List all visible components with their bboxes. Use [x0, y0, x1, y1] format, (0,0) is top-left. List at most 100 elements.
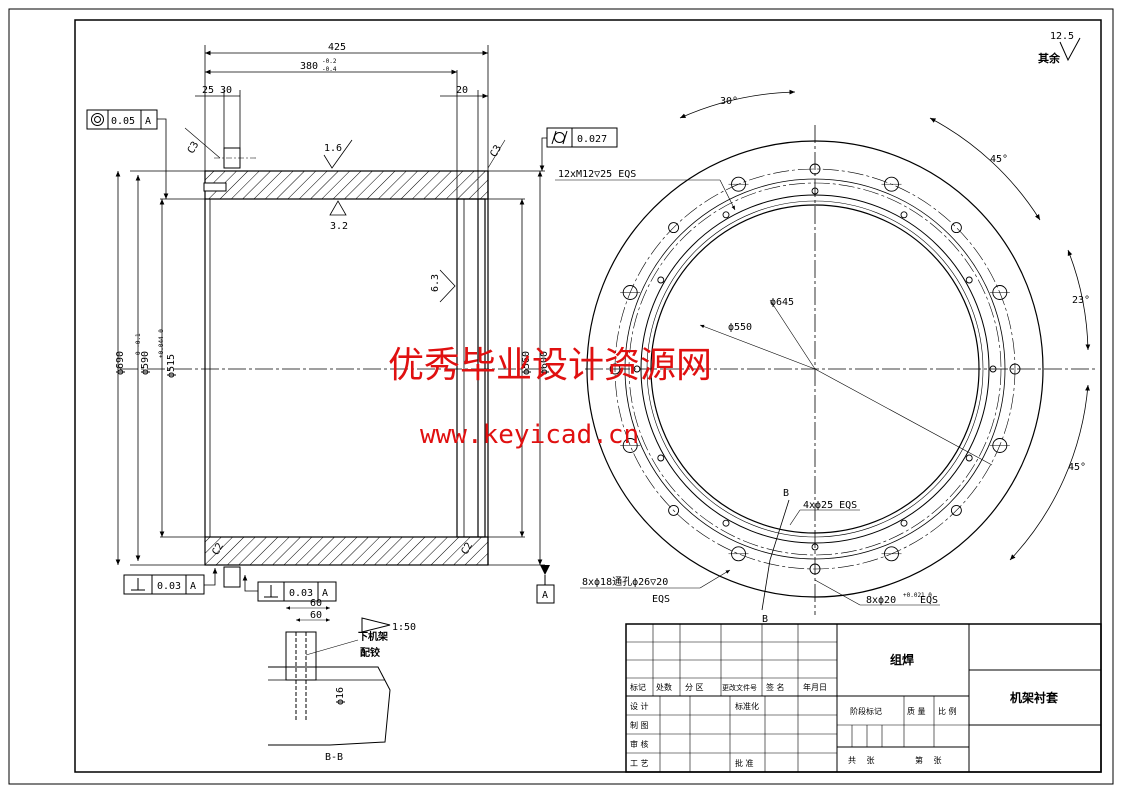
outer-flange-circle	[586, 140, 1044, 598]
tapped-hole-9	[989, 365, 997, 373]
perpendicularity-icon-2	[264, 585, 278, 598]
tb-sheet: 第 张	[915, 755, 942, 765]
tb-h-zone: 分 区	[685, 683, 704, 692]
dim-phi690: ϕ690	[115, 351, 126, 375]
tapped-hole-3	[657, 276, 665, 284]
svg-text:A: A	[190, 581, 196, 592]
dowel-hole-0	[809, 163, 821, 175]
tapped-hole-11	[811, 543, 819, 551]
angle-45-bottom: 45°	[1068, 462, 1086, 473]
roughness-6-3: 6.3	[430, 274, 441, 292]
holes-8xphi18-eqs: EQS	[652, 594, 670, 605]
tapped-hole-6	[900, 519, 908, 527]
gdt-frame-perpendicularity-1: 0.03 A	[123, 568, 218, 595]
svg-text:A: A	[145, 116, 151, 127]
detail-taper: 1:50	[392, 622, 416, 633]
inner-bore-circle	[650, 204, 980, 534]
holes-8xphi18: 8xϕ18通孔ϕ26▽20	[582, 576, 668, 588]
roughness-1-6: 1.6	[324, 143, 342, 154]
dim-25: 25	[202, 85, 214, 96]
holes-8xphi20: 8xϕ20	[866, 595, 896, 606]
dowel-hole-4	[809, 563, 821, 575]
bottom-wall-hatch	[204, 536, 489, 566]
bolt-circle-outer	[614, 168, 1016, 570]
tb-process: 工 艺	[630, 759, 649, 768]
roughness-general-label: 其余	[1038, 51, 1061, 65]
outer-frame	[8, 8, 1114, 785]
section-view: 425 380 -0.2 -0.4 25 30 20 C3 C3 C2 C2 1…	[86, 42, 618, 604]
tb-h-doc: 更改文件号	[722, 683, 757, 692]
dowel-hole-1	[668, 222, 680, 234]
tb-approve: 批 准	[735, 758, 754, 768]
holes-8xphi20-tol: +0.021 0	[903, 592, 932, 599]
tapped-hole-10	[633, 365, 641, 373]
title-block-text: 组焊 机架衬套 标记 处数 分 区 更改文件号 签 名 年月日 设 计 标准化 …	[630, 652, 1059, 768]
section-mark-b-top: B	[783, 488, 789, 499]
chamfer-c3-right: C3	[488, 143, 504, 159]
svg-text:0.03: 0.03	[289, 588, 313, 599]
tapped-hole-5	[722, 519, 730, 527]
dowel-hole-6	[1009, 363, 1021, 375]
dowel-hole-7	[950, 222, 962, 234]
section-mark-b-bottom: B	[762, 614, 768, 625]
dim-phi590: ϕ590	[140, 351, 151, 375]
tb-design: 设 计	[630, 701, 649, 711]
tb-std: 标准化	[735, 701, 759, 711]
dim-phi590-tol: 0 -0.1	[135, 333, 142, 355]
dim-20: 20	[456, 85, 468, 96]
detail-dim-60-a: 60	[310, 598, 322, 609]
bolt-holes	[609, 163, 1021, 575]
tb-drawing-name: 机架衬套	[1010, 690, 1059, 705]
dim-380-tol-low: -0.4	[322, 66, 337, 73]
dim-phi550: ϕ550	[728, 322, 752, 333]
title-block	[625, 623, 1102, 773]
dim-phi515-tol: +0.044 0	[158, 329, 165, 358]
dim-phi600: ϕ600	[539, 351, 550, 375]
detail-phi16: ϕ16	[335, 687, 346, 705]
detail-label-lower-frame: 下机架	[358, 630, 388, 643]
tapped-hole-4	[657, 454, 665, 462]
right-step	[456, 198, 486, 538]
section-title-b-b: B-B	[325, 752, 343, 763]
detail-label-ream: 配铰	[360, 646, 380, 659]
dim-phi515: ϕ515	[166, 354, 177, 378]
holes-12xm12: 12xM12▽25 EQS	[558, 169, 636, 180]
concentricity-icon	[91, 113, 104, 126]
cylindricity-icon	[551, 130, 568, 145]
tb-h-count: 处数	[656, 682, 672, 692]
dim-380: 380	[300, 61, 318, 72]
circular-view: 30° 45° 23° 45° 12xM12▽25 EQS ϕ645 ϕ550 …	[555, 89, 1095, 625]
gdt-frame-concentricity: 0.05 A	[86, 109, 169, 199]
watermark-url: www.keyicad.cn	[420, 420, 639, 450]
holes-8xphi20-eqs: EQS	[920, 595, 938, 606]
tb-h-date: 年月日	[803, 682, 827, 692]
dim-phi560: ϕ560	[521, 351, 532, 375]
detail-dim-60-b: 60	[310, 610, 322, 621]
general-roughness: 12.5 其余	[1038, 31, 1081, 65]
svg-text:A: A	[322, 588, 328, 599]
svg-text:0.05: 0.05	[111, 116, 135, 127]
chamfer-c2-right: C2	[460, 541, 476, 557]
dim-30: 30	[220, 85, 232, 96]
tapped-hole-8	[965, 276, 973, 284]
svg-text:A: A	[542, 590, 548, 601]
roughness-3-2: 3.2	[330, 221, 348, 232]
tb-h-mark: 标记	[630, 682, 646, 692]
dowel-hole-2	[609, 363, 621, 375]
dim-380-tol-up: -0.2	[322, 58, 337, 65]
datum-a-symbol: A	[536, 565, 555, 604]
tb-scale: 比 例	[938, 706, 957, 716]
roughness-general-value: 12.5	[1050, 31, 1074, 42]
angle-23: 23°	[1072, 295, 1090, 306]
perpendicularity-icon	[131, 578, 145, 591]
dowel-hole-5	[950, 504, 962, 516]
gdt-frame-cylindricity: 0.027	[539, 127, 618, 171]
tapped-hole-2	[722, 211, 730, 219]
svg-text:0.027: 0.027	[577, 134, 607, 145]
tapped-hole-0	[900, 211, 908, 219]
tapped-hole-7	[965, 454, 973, 462]
tb-drawing: 制 图	[630, 720, 649, 730]
gdt-frame-perpendicularity-2: 0.03 A	[242, 575, 337, 602]
dowel-hole-3	[668, 504, 680, 516]
